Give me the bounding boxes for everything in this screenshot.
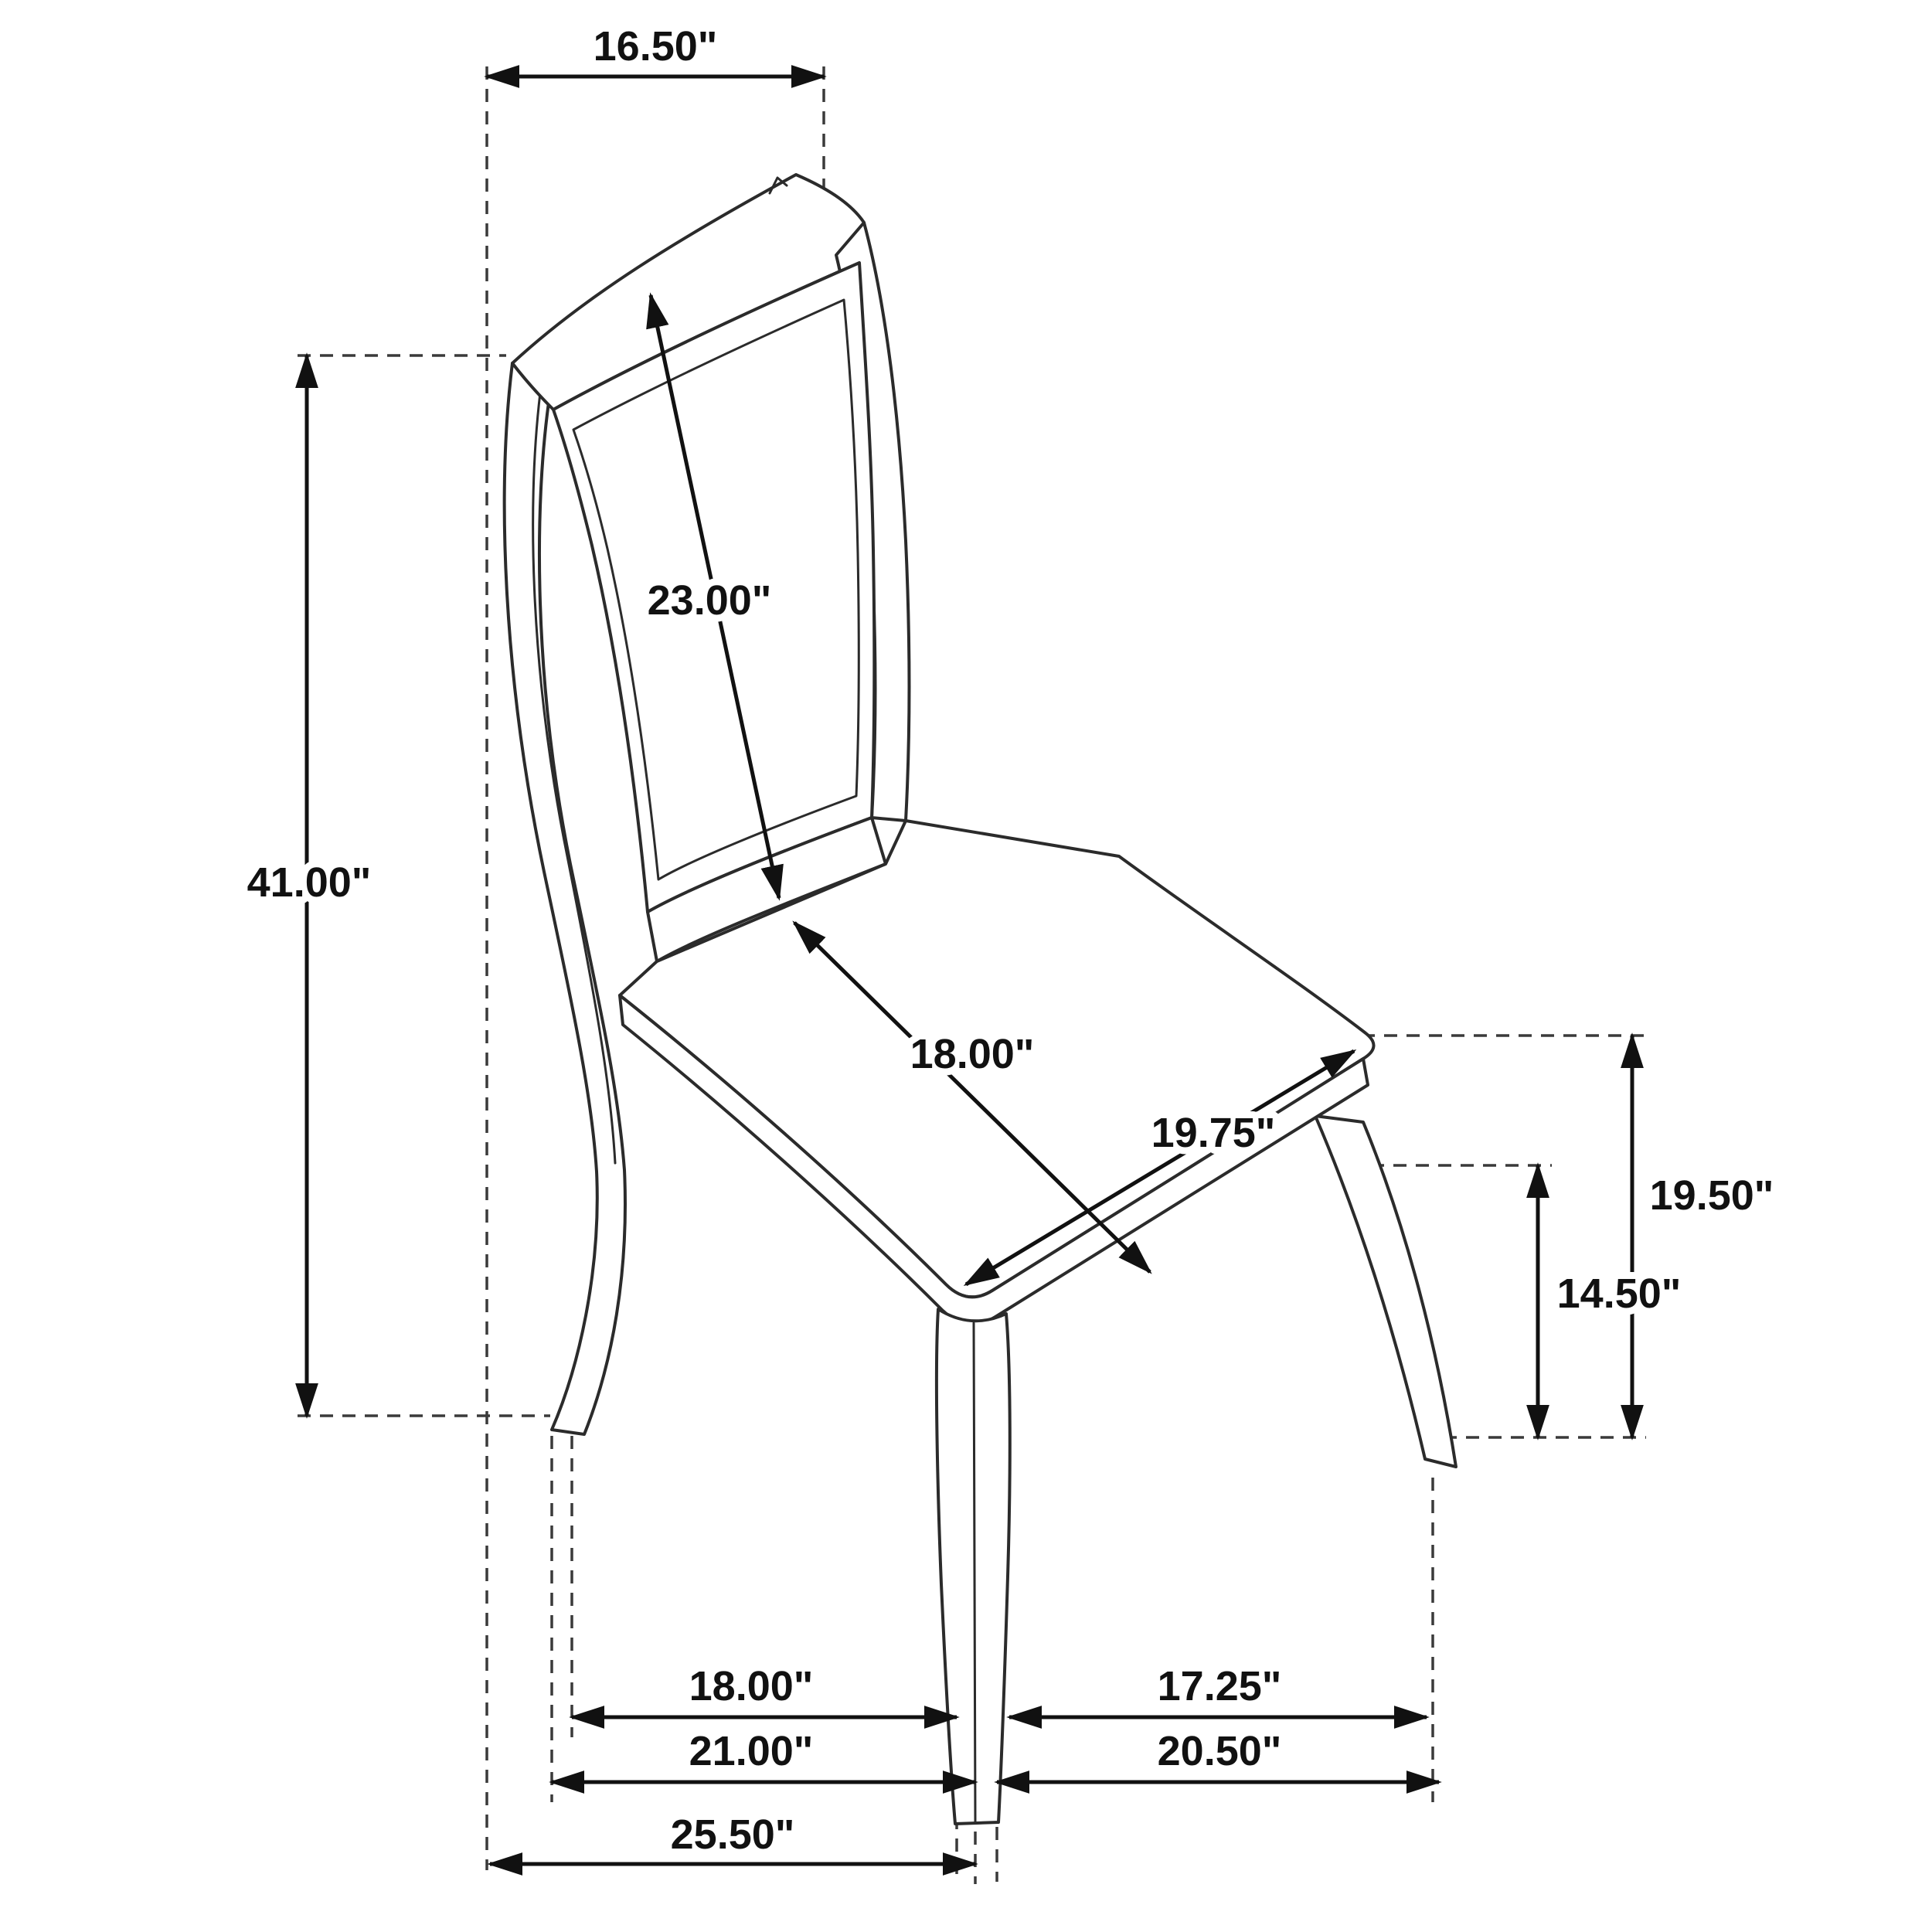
dim-seat-height-label: 19.50" — [1650, 1172, 1774, 1219]
dim-seat-width-line — [963, 1049, 1357, 1287]
chair-crest-notch — [768, 176, 788, 195]
chair-front-right-leg — [1314, 1114, 1458, 1468]
dim-overall-height-label: 41.00" — [247, 859, 372, 906]
chair-left-stile-contour — [532, 385, 617, 1165]
dim-seat-width-label: 19.75" — [1151, 1110, 1276, 1156]
dim-apron-height-label: 14.50" — [1557, 1270, 1682, 1317]
extension-lines — [298, 66, 1646, 1884]
chair-front-left-leg-ridge — [972, 1321, 977, 1824]
dim-back-panel-height-line — [646, 292, 784, 901]
chair-left-stile-and-leg — [502, 362, 627, 1436]
dim-seat-depth-label: 18.00" — [910, 1031, 1035, 1077]
dim-top-width-label: 16.50" — [594, 23, 718, 70]
dim-inner-width-span-label: 17.25" — [1158, 1663, 1282, 1709]
dimension-lines — [295, 65, 1644, 1876]
dim-outer-width-span-label: 20.50" — [1158, 1728, 1282, 1774]
dimension-labels: 16.50" 41.00" 23.00" 18.00" 19.75" 19.50… — [240, 16, 1781, 1865]
dim-back-panel-height-label: 23.00" — [648, 577, 772, 624]
dim-inner-depth-span-label: 18.00" — [689, 1663, 814, 1709]
chair-back-panel-piping — [572, 298, 860, 881]
chair-drawing — [502, 173, 1458, 1825]
dim-outer-depth-span-label: 21.00" — [689, 1728, 814, 1774]
dim-overall-depth-label: 25.50" — [671, 1811, 795, 1858]
